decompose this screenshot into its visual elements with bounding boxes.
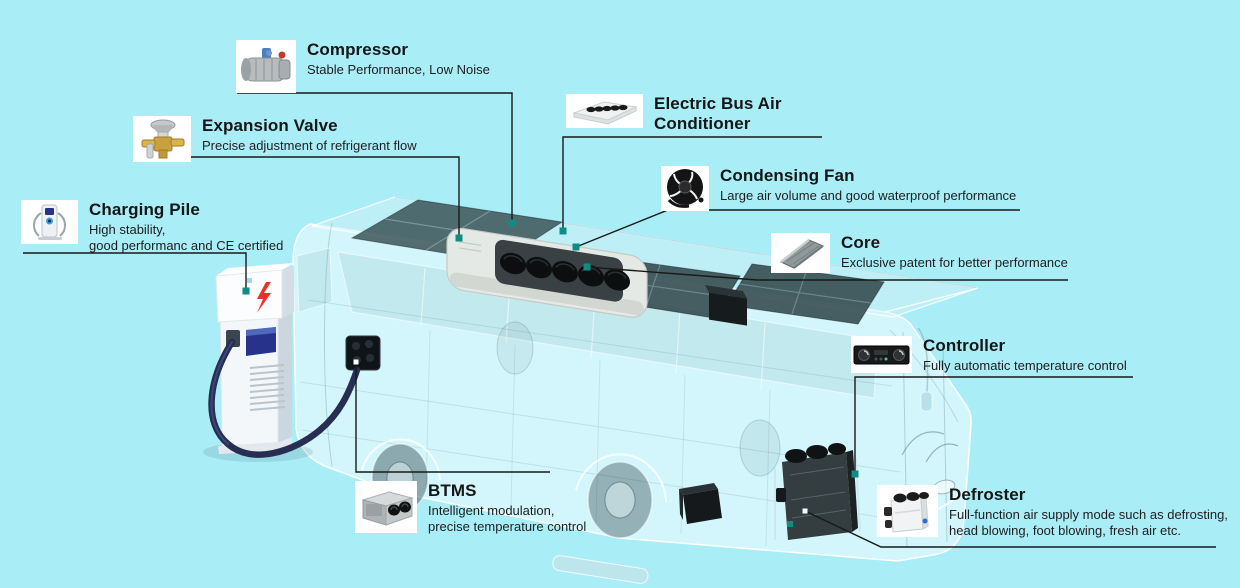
core-photo: [771, 233, 830, 273]
charging-port: [345, 335, 381, 371]
expansion-valve-title: Expansion Valve: [202, 116, 338, 135]
condensing-fan-desc: Large air volume and good waterproof per…: [720, 188, 1017, 203]
btms-photo: [355, 481, 417, 533]
condensing-fan-photo: [661, 166, 709, 211]
expansion-valve-photo: [133, 116, 191, 162]
charging-pile-title: Charging Pile: [89, 200, 200, 219]
btms-title: BTMS: [428, 481, 477, 500]
defroster-title: Defroster: [949, 485, 1026, 504]
controller-photo: [851, 336, 912, 373]
label-defroster: Defroster Full-function air supply mode …: [877, 485, 1240, 539]
leader-compressor: [237, 92, 513, 223]
label-compressor: Compressor Stable Performance, Low Noise: [236, 40, 490, 93]
electric-bus-ac-title: Electric Bus Air Conditioner: [654, 94, 782, 133]
rooftop-ac-unit: [446, 227, 648, 318]
charging-pile-illustration: [203, 263, 361, 462]
leader-expansion-valve: [135, 156, 460, 238]
compressor-title: Compressor: [307, 40, 409, 59]
defroster-unit: [774, 443, 861, 540]
leader-controller: [854, 376, 1133, 474]
ghost-bus: [292, 196, 979, 584]
defroster-photo: [877, 485, 938, 537]
core-desc: Exclusive patent for better performance: [841, 255, 1068, 270]
defroster-desc: Full-function air supply mode such as de…: [949, 507, 1228, 538]
btms-desc: Intelligent modulation, precise temperat…: [428, 503, 587, 534]
condensing-fan-title: Condensing Fan: [720, 166, 855, 185]
leader-core: [586, 266, 1068, 281]
lightning-bolt-icon: [257, 282, 271, 313]
label-core: Core Exclusive patent for better perform…: [771, 233, 1068, 273]
core-title: Core: [841, 233, 881, 252]
underfloor-box: [679, 483, 722, 524]
expansion-valve-desc: Precise adjustment of refrigerant flow: [202, 138, 417, 153]
rooftop-ac-photo: [566, 94, 643, 128]
leader-btms: [355, 362, 550, 473]
leader-endpoint-dots: [242, 219, 859, 514]
label-btms: BTMS Intelligent modulation, precise tem…: [355, 481, 586, 535]
controller-title: Controller: [923, 336, 1006, 355]
compressor-desc: Stable Performance, Low Noise: [307, 62, 490, 77]
label-controller: Controller Fully automatic temperature c…: [851, 336, 1127, 374]
charging-pile-photo: [21, 200, 78, 244]
controller-desc: Fully automatic temperature control: [923, 358, 1127, 373]
label-expansion-valve: Expansion Valve Precise adjustment of re…: [133, 116, 417, 162]
charging-pile-desc: High stability, good performanc and CE c…: [89, 222, 284, 253]
roof-junction-box: [705, 285, 747, 326]
leader-electric-bus-ac: [562, 136, 822, 231]
label-electric-bus-ac: Electric Bus Air Conditioner: [566, 94, 809, 134]
leader-defroster: [804, 510, 1216, 548]
label-charging-pile: Charging Pile High stability, good perfo…: [21, 200, 319, 254]
leader-charging-pile: [23, 252, 247, 291]
label-condensing-fan: Condensing Fan Large air volume and good…: [661, 166, 1040, 211]
compressor-photo: [236, 40, 296, 93]
